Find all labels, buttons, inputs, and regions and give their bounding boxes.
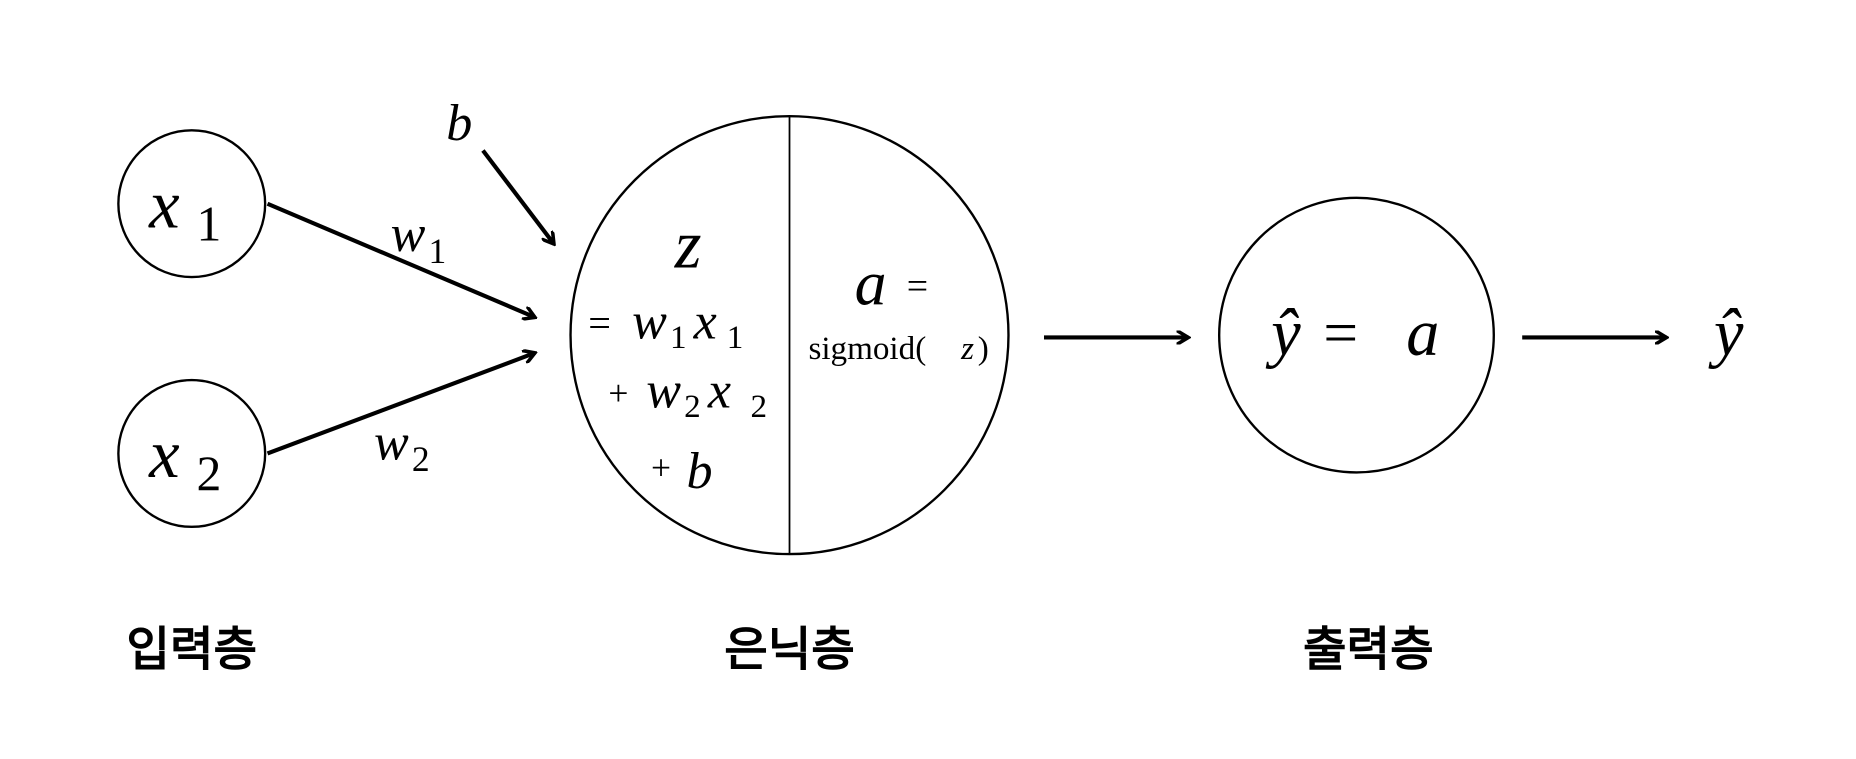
z-w1: w [632,294,667,351]
z-x1: x [693,294,717,351]
z-plus1: + [608,373,628,413]
edge-x1-to-hidden [266,201,536,318]
a-symbol: a [855,247,887,318]
output-eq: = [1323,299,1358,367]
w1-var: w [391,206,426,263]
weight-w2-label: w 2 [374,414,430,479]
output-a: a [1406,297,1439,370]
weight-w1-label: w 1 [391,206,447,271]
final-output-yhat: ŷ [1708,297,1744,370]
input-node-x1: x 1 [117,129,267,279]
w2-var: w [374,414,409,471]
a-eq: = [907,265,928,307]
z-x2: x [707,362,731,419]
hidden-node: z = w 1 x 1 + w 2 x 2 + b a = sigmoid( z… [569,114,1010,556]
input-node-x2: x 2 [117,378,267,529]
sigmoid-close: ) [978,330,989,367]
output-node: ŷ = a [1218,196,1495,474]
z-w2-sub: 2 [684,388,701,425]
z-w1-sub: 1 [670,319,687,356]
z-b: b [687,443,713,500]
bias-label: b [446,95,472,152]
z-eq: = [588,300,611,345]
w2-sub: 2 [412,439,430,479]
sigmoid-formula: sigmoid( z ) [808,330,988,367]
z-w2: w [646,362,681,419]
sigmoid-fn: sigmoid( [808,330,926,367]
z-x1-sub: 1 [727,319,744,356]
hidden-layer-label: 은닉층 [724,622,855,677]
z-x2-sub: 2 [750,388,767,425]
x1-sub: 1 [196,196,221,251]
z-formula: = w 1 x 1 + w 2 x 2 + b [588,294,767,500]
output-layer-label: 출력층 [1303,622,1434,677]
input-layer-label: 입력층 [126,622,257,677]
edge-x2-to-hidden [266,353,536,456]
x2-var: x [148,416,179,492]
x2-sub: 2 [196,446,221,501]
edge-bias-to-hidden [481,149,554,244]
w1-sub: 1 [428,231,446,271]
z-symbol: z [674,207,702,283]
x1-var: x [148,166,179,242]
yhat-in-node: ŷ [1265,297,1301,370]
z-plus2: + [651,448,671,488]
sigmoid-arg: z [960,330,974,367]
